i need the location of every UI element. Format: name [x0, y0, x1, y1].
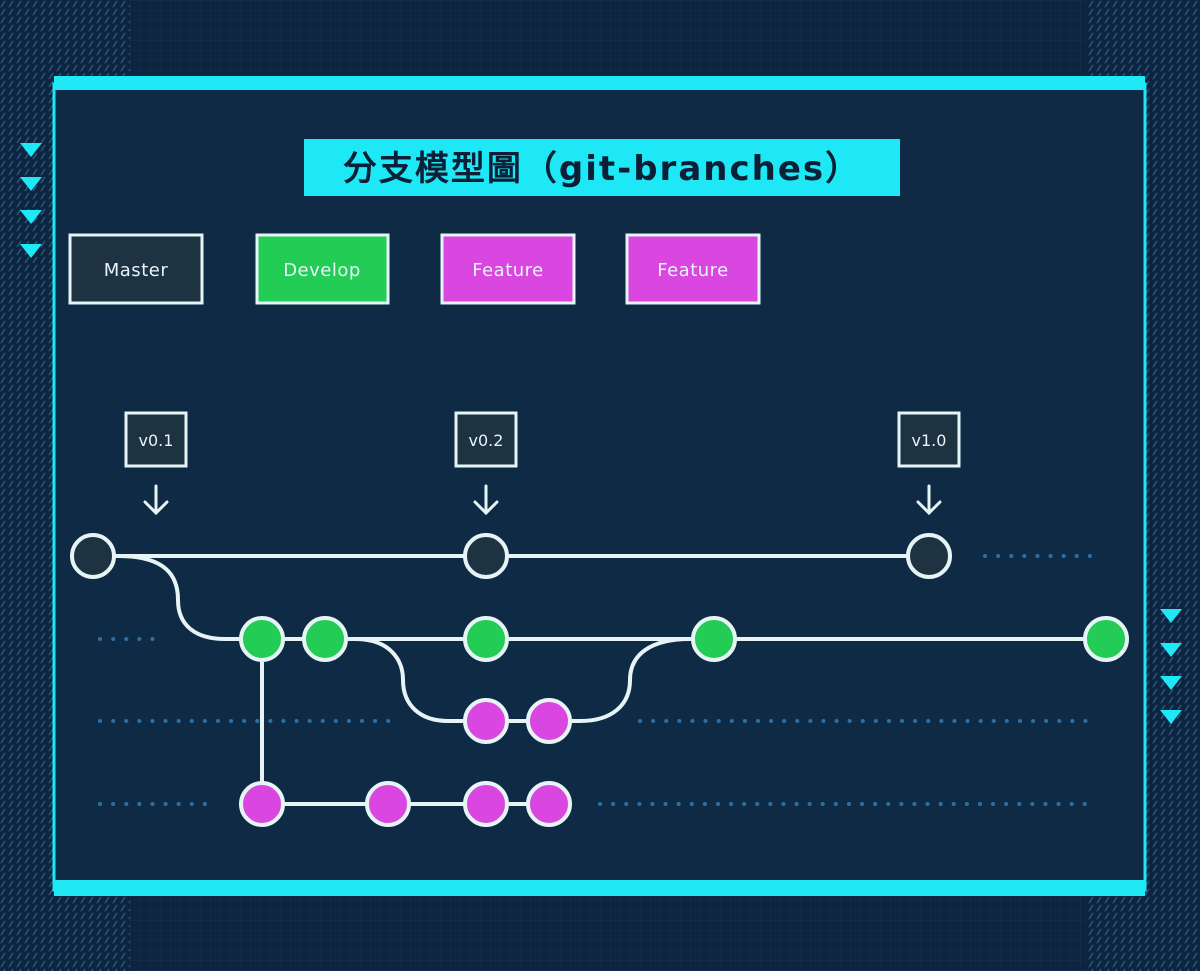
legend: Master Develop Feature Feature [68, 233, 761, 305]
commit-feature [526, 698, 572, 744]
down-arrow-icon [143, 484, 169, 516]
develop-line [117, 554, 1106, 641]
legend-label: Master [104, 260, 169, 281]
tag-label: v1.0 [912, 431, 947, 450]
panel-top-bar [54, 76, 1145, 90]
main-panel [52, 82, 1147, 892]
tag-label: v0.1 [139, 431, 174, 450]
commit-master [70, 533, 116, 579]
commit-develop [1083, 616, 1129, 662]
legend-item-develop: Develop [255, 233, 390, 305]
commit-develop [463, 616, 509, 662]
commit-develop [691, 616, 737, 662]
page-title: 分支模型圖（git-branches） [343, 149, 861, 189]
commit-develop [302, 616, 348, 662]
legend-item-master: Master [68, 233, 204, 305]
commit-master [906, 533, 952, 579]
commit-master [463, 533, 509, 579]
legend-label: Feature [472, 260, 544, 281]
feature-1-line [354, 637, 691, 723]
commit-develop [239, 616, 285, 662]
tag-label: v0.2 [469, 431, 504, 450]
left-triangle-markers [20, 143, 42, 258]
legend-item-feature-2: Feature [625, 233, 761, 305]
version-tag-v10: v1.0 [897, 411, 961, 516]
panel-bottom-bar [54, 880, 1145, 896]
commit-feature [239, 781, 285, 827]
legend-item-feature-1: Feature [440, 233, 576, 305]
version-tag-v01: v0.1 [124, 411, 188, 516]
down-arrow-icon [473, 484, 499, 516]
commit-feature [463, 781, 509, 827]
down-arrow-icon [916, 484, 942, 516]
legend-label: Feature [657, 260, 729, 281]
commits [70, 533, 1129, 827]
dotted-guides [98, 554, 1092, 806]
right-triangle-markers [1160, 609, 1182, 724]
commit-feature [365, 781, 411, 827]
legend-label: Develop [283, 260, 361, 281]
title-banner [304, 139, 900, 196]
version-tag-v02: v0.2 [454, 411, 518, 516]
commit-feature [463, 698, 509, 744]
commit-feature [526, 781, 572, 827]
